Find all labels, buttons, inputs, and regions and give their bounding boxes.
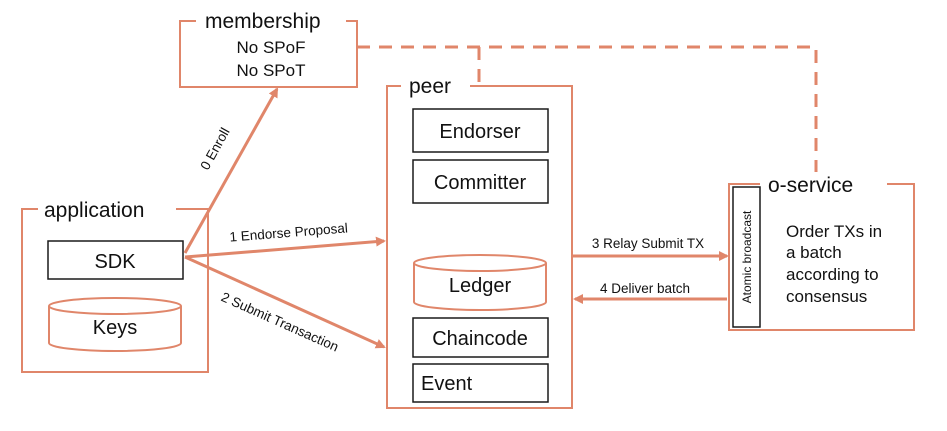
arrows — [183, 87, 729, 349]
application-title: application — [44, 199, 144, 222]
enroll-label: 0 Enroll — [197, 125, 232, 172]
chaincode-component: Chaincode — [412, 317, 549, 358]
ledger-label: Ledger — [449, 275, 512, 297]
membership-line-2: No SPoT — [237, 61, 306, 80]
event-label: Event — [421, 373, 473, 395]
peer-box: peer Endorser Committer Ledger Chaincode… — [386, 75, 573, 409]
oservice-box: o-service Atomic broadcast Order TXs in … — [728, 174, 915, 331]
atomic-broadcast-component: Atomic broadcast — [732, 186, 761, 328]
keys-label: Keys — [93, 317, 137, 339]
deliver-batch-label: 4 Deliver batch — [600, 281, 690, 296]
event-component: Event — [412, 363, 549, 403]
enroll-arrow — [183, 87, 279, 254]
sdk-component: SDK — [47, 240, 184, 280]
oservice-desc-line-4: consensus — [786, 287, 867, 306]
atomic-broadcast-label: Atomic broadcast — [740, 210, 754, 303]
dashed-connector — [357, 45, 818, 172]
sdk-label: SDK — [94, 251, 136, 273]
application-box: application SDK Keys — [21, 199, 209, 373]
chaincode-label: Chaincode — [432, 328, 528, 350]
relay-submit-label: 3 Relay Submit TX — [592, 236, 704, 251]
committer-component: Committer — [412, 159, 549, 204]
committer-label: Committer — [434, 172, 527, 194]
oservice-desc-line-2: a batch — [786, 243, 842, 262]
membership-line-1: No SPoF — [237, 38, 306, 57]
peer-title: peer — [409, 75, 451, 98]
membership-title: membership — [205, 10, 321, 33]
submit-transaction-arrow — [184, 255, 386, 349]
endorse-proposal-label: 1 Endorse Proposal — [229, 220, 348, 244]
endorser-component: Endorser — [412, 108, 549, 153]
ledger-database: Ledger — [413, 254, 547, 311]
keys-database: Keys — [48, 297, 182, 352]
endorse-proposal-arrow — [184, 236, 386, 259]
endorser-label: Endorser — [439, 121, 520, 143]
oservice-desc-line-1: Order TXs in — [786, 222, 882, 241]
membership-box: membership No SPoF No SPoT — [179, 10, 358, 88]
oservice-desc-line-3: according to — [786, 265, 879, 284]
oservice-title: o-service — [768, 174, 853, 197]
